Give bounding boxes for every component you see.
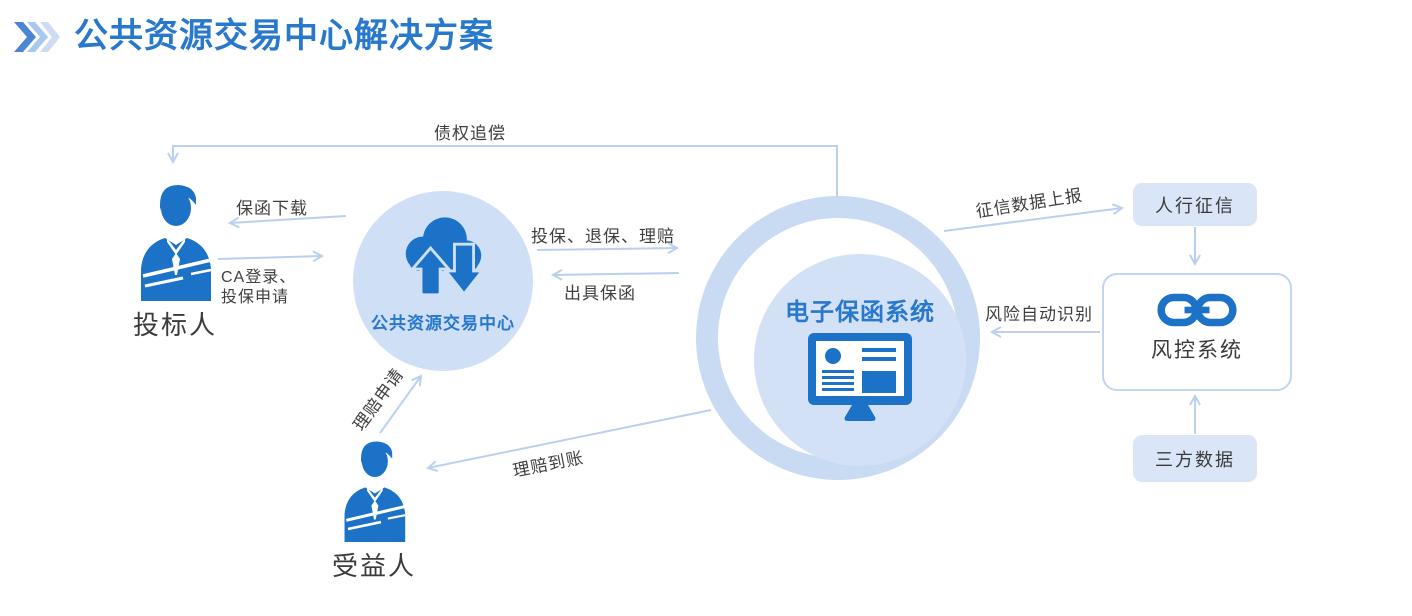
edge-guarantee-download-arrow (227, 215, 347, 229)
edge-ca-login-apply-arrow (217, 250, 325, 263)
edge-issue-guarantee-arrow (550, 268, 680, 281)
guarantee-system-ring: 电子保函系统 (718, 218, 966, 466)
edge-label-guarantee-download: 保函下载 (236, 199, 308, 218)
page-title: 公共资源交易中心解决方案 (74, 17, 494, 55)
edge-label-risk-auto-identify: 风险自动识别 (985, 305, 1093, 324)
businessman-icon (343, 439, 407, 542)
edge-label-issue-guarantee: 出具保函 (564, 284, 636, 303)
edge-label-debt-recovery: 债权追偿 (434, 124, 506, 143)
monitor-dashboard-icon (808, 333, 912, 421)
guarantee-system-inner: 电子保函系统 (754, 254, 966, 466)
title-bar: 公共资源交易中心解决方案 (14, 17, 494, 55)
triple-chevron-icon (14, 21, 60, 52)
node-pboc-credit-label: 人行征信 (1155, 195, 1235, 216)
edge-label-ca-login-apply: CA登录、 投保申请 (221, 269, 297, 306)
node-beneficiary-label: 受益人 (331, 551, 416, 581)
node-third-party-data-label: 三方数据 (1155, 449, 1235, 470)
edge-credit-data-report-arrow (943, 203, 1125, 232)
businessman-icon (139, 183, 213, 301)
chain-link-icon (1157, 293, 1237, 327)
edge-label-insure-surrender-claim: 投保、退保、理赔 (531, 227, 675, 246)
edge-claim-arrival-arrow (425, 409, 712, 473)
edge-debt-recovery-arrow (167, 145, 838, 196)
node-risk-system: 风控系统 (1102, 273, 1292, 391)
node-beneficiary: 受益人 (324, 438, 424, 583)
node-third-party-data: 三方数据 (1133, 435, 1257, 482)
edge-insure-surrender-claim-arrow (536, 242, 680, 254)
node-pboc-credit: 人行征信 (1133, 183, 1257, 226)
node-bidder-label: 投标人 (132, 310, 217, 340)
node-risk-system-label: 风控系统 (1151, 339, 1243, 362)
node-trade-center-label: 公共资源交易中心 (371, 314, 515, 333)
node-guarantee-system: 电子保函系统 (696, 196, 980, 480)
node-trade-center: 公共资源交易中心 (353, 191, 533, 371)
cloud-upload-download-icon (405, 217, 486, 297)
edge-claim-application-arrow (379, 374, 423, 434)
node-bidder: 投标人 (125, 181, 225, 342)
node-guarantee-system-label: 电子保函系统 (785, 299, 935, 326)
